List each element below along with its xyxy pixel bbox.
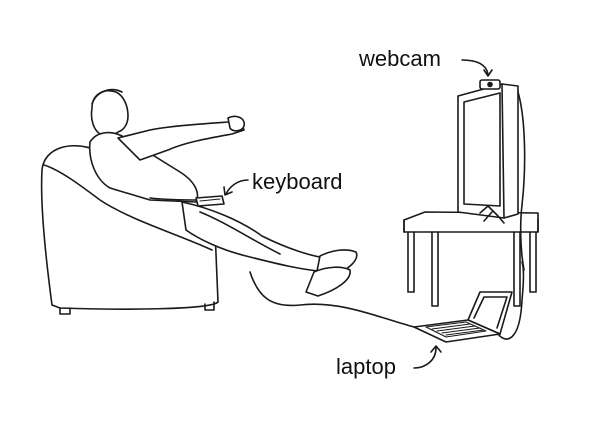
keyboard-cable	[249, 271, 415, 328]
table-leg-front-right	[529, 231, 537, 293]
monitor-body	[457, 83, 519, 219]
person-hand	[227, 115, 246, 132]
armchair-arm-line	[43, 164, 213, 251]
laptop-pointer-line	[413, 347, 437, 369]
laptop-keyboard-area	[425, 321, 487, 338]
keyboard-arrowhead-icon	[223, 186, 233, 196]
table-leg-front-left	[407, 231, 415, 293]
table-top-edge	[403, 218, 539, 233]
armchair-foot-right	[204, 301, 215, 311]
person-leg-line	[199, 211, 281, 255]
side-table	[403, 211, 539, 307]
monitor-side	[501, 83, 505, 219]
webcam	[479, 79, 501, 90]
person	[88, 88, 358, 297]
webcam-arrowhead-icon	[483, 69, 493, 77]
keyboard-body	[195, 195, 225, 207]
armchair-foot-left	[59, 307, 71, 315]
label-pointers	[223, 59, 493, 369]
laptop-label: laptop	[336, 354, 396, 379]
laptop	[413, 291, 513, 343]
laptop-arrowhead-icon	[430, 345, 442, 353]
webcam-label: webcam	[359, 46, 441, 71]
keyboard	[195, 195, 225, 207]
cables	[249, 261, 525, 340]
keyboard-keys	[199, 198, 221, 202]
table-leg-back-right	[513, 231, 521, 307]
laptop-screen-inner	[473, 296, 508, 329]
person-shoe-left	[305, 266, 351, 297]
keyboard-pointer-line	[225, 179, 249, 195]
person-raised-arm	[117, 119, 245, 161]
person-torso	[88, 131, 199, 203]
monitor-cable	[517, 91, 526, 271]
monitor-stand	[479, 205, 505, 224]
monitor-screen	[463, 92, 501, 207]
laptop-to-monitor-cable	[497, 261, 525, 340]
laptop-keys	[431, 323, 485, 336]
table-leg-back-left	[431, 231, 439, 307]
table-top	[403, 211, 539, 233]
person-hair	[91, 88, 123, 105]
person-head	[90, 90, 129, 137]
webcam-pointer-line	[461, 59, 489, 75]
webcam-lens-icon	[487, 81, 493, 88]
keyboard-label: keyboard	[252, 169, 343, 194]
monitor	[457, 83, 526, 271]
